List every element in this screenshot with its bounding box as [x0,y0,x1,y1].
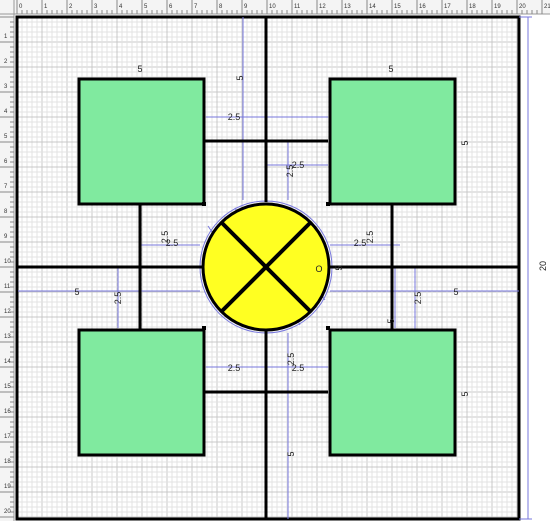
ruler-top-label: 16 [419,4,426,10]
ruler-top-label: 11 [294,4,301,10]
cross-lines [17,17,519,519]
ruler-top-label: 19 [494,4,501,10]
ruler-top-label: 1 [44,4,48,10]
ruler-left-label: 2 [4,59,8,65]
ruler-left-label: 18 [4,459,11,465]
ruler-top-label: 2 [69,4,73,10]
ruler-left-label: 12 [4,309,11,315]
ruler-top-label: 21 [544,4,550,10]
ruler-top-label: 14 [369,4,376,10]
ruler-left-label: 13 [4,334,11,340]
ruler-left-label: 15 [4,384,11,390]
dim-gap-top-vertical-right: 2.5 [292,160,305,170]
dim-gap-top-horizontal: 2.5 [228,112,241,122]
dimension-labels: 5 5 5 5 5 5 5 5 20 2.5 2.5 2.5 2.5 2.5 2… [74,64,548,457]
ruler-top-label: 7 [194,4,198,10]
dim-gap-right-lower-vertical: 2.5 [413,292,423,305]
dim-gap-left-horizontal: 2.5 [166,238,179,248]
ruler-left-label: 14 [4,359,11,365]
ruler-left-label: 3 [4,84,8,90]
ruler-left-label: 9 [4,234,8,240]
ruler-left-label: 20 [4,509,11,515]
ruler-left-label: 6 [4,159,8,165]
square-top-right[interactable] [328,77,457,206]
ruler-top-label: 13 [344,4,351,10]
dim-bottom-vertical: 5 [286,451,296,456]
ruler-top-label: 15 [394,4,401,10]
circle-label-5: 5 [334,265,344,270]
ruler-left-label: 11 [4,284,11,290]
ruler-top-label: 20 [519,4,526,10]
dim-top-vertical: 5 [235,75,245,80]
ruler-top-label: 3 [94,4,98,10]
left-ruler [0,0,14,521]
square-bottom-left[interactable] [77,328,206,457]
dim-gap-right-vertical: 2.5 [365,231,375,244]
ruler-top-label: 17 [444,4,451,10]
dim-gap-right-horizontal: 2.5 [354,238,367,248]
dim-gap-bottom-horizontal-right: 2.5 [292,363,305,373]
center-circle[interactable] [201,202,331,332]
dim-square-top-right-height: 5 [460,140,470,145]
ruler-top-label: 5 [144,4,148,10]
ruler-left-label: 1 [4,34,8,40]
dim-left-horizontal: 5 [74,287,79,297]
dim-right-horizontal: 5 [453,287,458,297]
ruler-top-label: 6 [169,4,173,10]
ruler-left-label: 8 [4,209,8,215]
ruler-left-label: 17 [4,434,11,440]
dim-square-top-right-width: 5 [388,64,393,74]
ruler-top-label: 0 [19,4,23,10]
ruler-left-label: 5 [4,134,8,140]
dim-gap-bottom-vertical: 2.5 [286,353,296,366]
dim-square-top-left-width: 5 [137,64,142,74]
ruler-left-label: 7 [4,184,8,190]
dim-square-bottom-right-height: 5 [460,391,470,396]
ruler-left-label: 10 [4,259,11,265]
dim-gap-top-vertical: 2.5 [285,165,295,178]
ruler-top-label: 4 [119,4,123,10]
dim-overall-height: 20 [538,261,548,271]
ruler-top-label: 12 [319,4,326,10]
ruler-top-label: 8 [219,4,223,10]
square-bottom-right[interactable] [328,328,457,457]
ruler-left-label: 19 [4,484,11,490]
ruler-left-label: 16 [4,409,11,415]
ruler-top-label: 9 [244,4,248,10]
dim-gap-left-vertical: 2.5 [160,231,170,244]
square-top-left[interactable] [77,77,206,206]
ruler-left-label: 4 [4,109,8,115]
ruler-top-label: 18 [469,4,476,10]
dim-gap-left-lower-vertical: 2.5 [113,292,123,305]
right-box-label: 5 [386,318,396,323]
corner-handles [202,202,330,330]
dim-gap-bottom-horizontal-left: 2.5 [228,363,241,373]
ruler-top-label: 10 [269,4,276,10]
circle-label-o: O [315,264,322,274]
